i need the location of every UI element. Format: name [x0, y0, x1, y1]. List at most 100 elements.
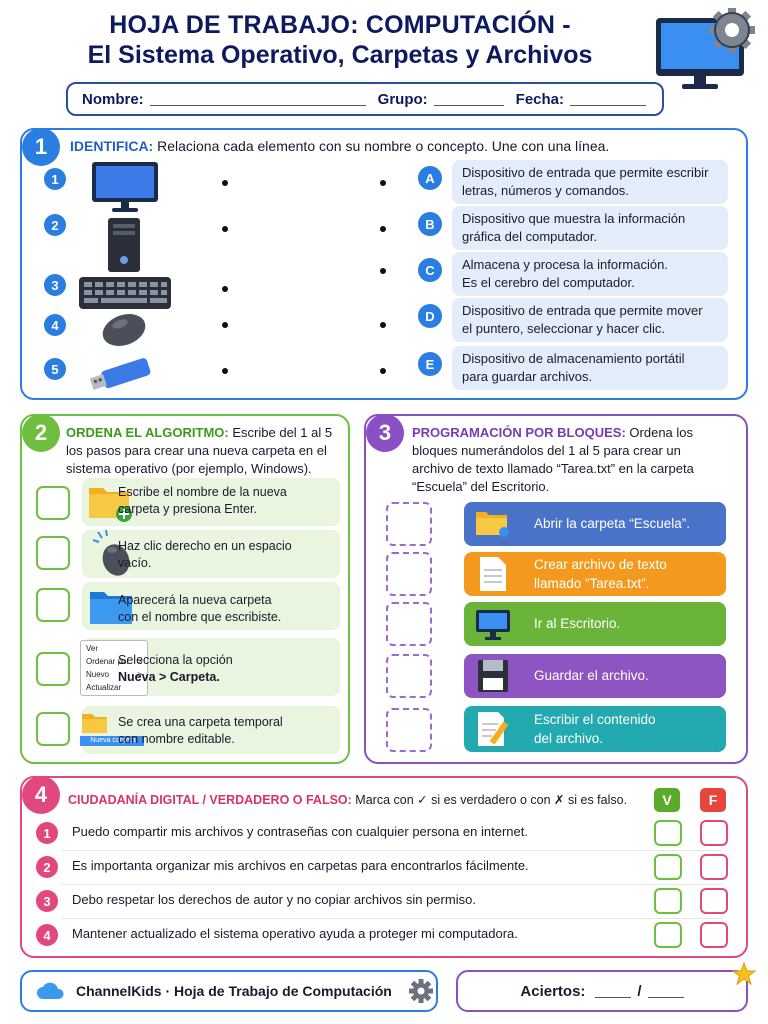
step-text-3: Aparecerá la nueva carpeta con el nombre… — [118, 593, 282, 624]
block-order-box-2[interactable] — [386, 552, 432, 596]
section-block-programming: 3 PROGRAMACIÓN POR BLOQUES: Ordena los b… — [364, 414, 748, 764]
section-true-false: 4 CIUDADANÍA DIGITAL / VERDADERO O FALSO… — [20, 776, 748, 958]
statement-text-3: Debo respetar los derechos de autor y no… — [72, 892, 476, 907]
new-folder-icon — [89, 488, 132, 522]
section-2-heading: ORDENA EL ALGORITMO: Escribe del 1 al 5 … — [66, 425, 333, 476]
match-dot-left-1[interactable] — [222, 180, 228, 186]
mouse-click-icon — [92, 529, 130, 576]
context-menu-item-actualizar: Actualizar — [86, 683, 122, 692]
section-4-title: CIUDADANÍA DIGITAL / VERDADERO O FALSO: — [68, 793, 352, 807]
cloud-icon — [37, 982, 64, 999]
block-order-box-1[interactable] — [386, 502, 432, 546]
false-checkbox-1[interactable] — [700, 820, 728, 846]
step-text-1: Escribe el nombre de la nueva carpeta y … — [118, 485, 287, 516]
match-dot-right-5[interactable] — [380, 368, 386, 374]
true-checkbox-1[interactable] — [654, 820, 682, 846]
floppy-disk-icon — [478, 660, 508, 692]
step-order-box-3[interactable] — [36, 588, 70, 622]
step-text-2: Haz clic derecho en un espacio vacío. — [118, 539, 292, 570]
match-dot-left-5[interactable] — [222, 368, 228, 374]
temp-folder-label: Nueva carpeta — [90, 737, 136, 744]
statement-row-4: 4 Mantener actualizado el sistema operat… — [36, 920, 736, 950]
divider — [62, 884, 722, 885]
statement-text-4: Mantener actualizado el sistema operativ… — [72, 926, 518, 941]
block-order-box-4[interactable] — [386, 654, 432, 698]
match-dot-left-4[interactable] — [222, 322, 228, 328]
match-dot-right-3[interactable] — [380, 268, 386, 274]
context-menu: Ver Ordenar por> Nuevo> Actualizar — [80, 640, 148, 696]
step-order-box-5[interactable] — [36, 712, 70, 746]
name-label: Nombre: — [82, 90, 144, 108]
step-order-box-2[interactable] — [36, 536, 70, 570]
definition-e: Dispositivo de almacenamiento portátil p… — [452, 346, 728, 390]
section-3-heading: PROGRAMACIÓN POR BLOQUES: Ordena los blo… — [412, 425, 694, 494]
statement-row-2: 2 Es importanta organizar mis archivos e… — [36, 852, 736, 882]
block-open-folder[interactable]: Abrir la carpeta “Escuela”. — [464, 502, 726, 546]
temp-folder-icon — [80, 714, 144, 746]
definition-letter-e: E — [418, 352, 442, 376]
section-3-title: PROGRAMACIÓN POR BLOQUES: — [412, 425, 626, 440]
section-2-title: ORDENA EL ALGORITMO: — [66, 425, 229, 440]
false-checkbox-3[interactable] — [700, 888, 728, 914]
context-menu-item-ver: Ver — [86, 644, 99, 653]
divider — [62, 850, 722, 851]
group-field[interactable] — [433, 92, 504, 106]
block-text-4: Guardar el archivo. — [534, 668, 649, 683]
match-dot-right-2[interactable] — [380, 226, 386, 232]
star-icon — [732, 962, 756, 986]
section-order-algorithm: 2 ORDENA EL ALGORITMO: Escribe del 1 al … — [20, 414, 350, 764]
score-field-total[interactable] — [647, 984, 684, 998]
section-4-heading: CIUDADANÍA DIGITAL / VERDADERO O FALSO: … — [68, 792, 627, 807]
footer-brand: ChannelKids · Hoja de Trabajo de Computa… — [20, 970, 438, 1012]
context-menu-item-ordenar: Ordenar por> — [86, 657, 142, 666]
true-checkbox-4[interactable] — [654, 922, 682, 948]
block-order-box-5[interactable] — [386, 708, 432, 752]
item-number-5: 5 — [44, 358, 66, 380]
false-column-badge: F — [700, 788, 726, 812]
section-1-instruction: Relaciona cada elemento con su nombre o … — [157, 138, 610, 154]
false-checkbox-2[interactable] — [700, 854, 728, 880]
step-order-box-4[interactable] — [36, 652, 70, 686]
item-number-2: 2 — [44, 214, 66, 236]
section-1-badge: 1 — [22, 128, 60, 166]
date-label: Fecha: — [515, 90, 565, 108]
name-field[interactable] — [149, 92, 366, 106]
true-checkbox-3[interactable] — [654, 888, 682, 914]
section-1-heading: IDENTIFICA: Relaciona cada elemento con … — [70, 138, 609, 154]
false-checkbox-4[interactable] — [700, 922, 728, 948]
match-dot-left-3[interactable] — [222, 286, 228, 292]
step-text-5: Se crea una carpeta temporal con nombre … — [118, 715, 283, 746]
section-1-title: IDENTIFICA: — [70, 138, 154, 154]
statement-row-1: 1 Puedo compartir mis archivos y contras… — [36, 818, 736, 848]
match-dot-left-2[interactable] — [222, 226, 228, 232]
match-dot-right-4[interactable] — [380, 322, 386, 328]
section-4-badge: 4 — [22, 776, 60, 814]
match-dot-right-1[interactable] — [380, 180, 386, 186]
folder-icon — [476, 512, 509, 537]
section-identify: 1 IDENTIFICA: Relaciona cada elemento co… — [20, 128, 748, 400]
score-box: Aciertos: / — [456, 970, 748, 1012]
date-field[interactable] — [570, 92, 647, 106]
block-text-3: Ir al Escritorio. — [534, 616, 621, 631]
step-order-box-1[interactable] — [36, 486, 70, 520]
item-number-1: 1 — [44, 168, 66, 190]
title-line-2: El Sistema Operativo, Carpetas y Archivo… — [87, 41, 593, 69]
score-field-correct[interactable] — [595, 984, 632, 998]
definition-letter-a: A — [418, 166, 442, 190]
desktop-monitor-icon — [476, 610, 510, 640]
section-2-badge: 2 — [22, 414, 60, 452]
definition-a: Dispositivo de entrada que permite escri… — [452, 160, 728, 204]
section-4-instruction: Marca con ✓ si es verdadero o con ✗ si e… — [355, 793, 628, 807]
block-order-box-3[interactable] — [386, 602, 432, 646]
definition-letter-d: D — [418, 304, 442, 328]
true-checkbox-2[interactable] — [654, 854, 682, 880]
block-go-desktop[interactable]: Ir al Escritorio. — [464, 602, 726, 646]
blue-folder-icon — [90, 592, 132, 624]
statement-text-2: Es importanta organizar mis archivos en … — [72, 858, 529, 873]
block-save-file[interactable]: Guardar el archivo. — [464, 654, 726, 698]
definition-d: Dispositivo de entrada que permite mover… — [452, 298, 728, 342]
statement-row-3: 3 Debo respetar los derechos de autor y … — [36, 886, 736, 916]
